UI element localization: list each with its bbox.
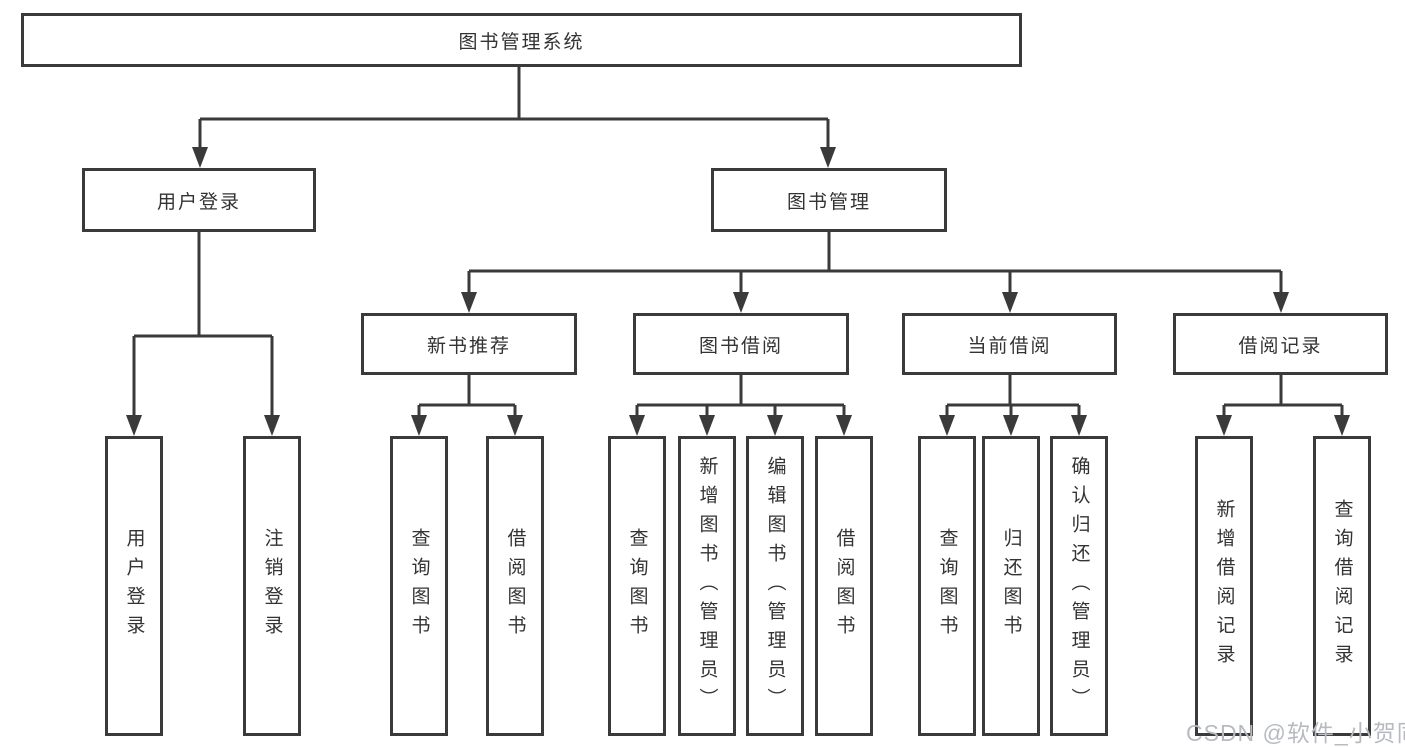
node-root-library-system: 图书管理系统: [21, 13, 1022, 67]
leaf-borrow-books: 借阅图书: [815, 436, 873, 736]
leaf-user-login: 用户登录: [105, 436, 163, 736]
arrowheads: [126, 147, 1350, 436]
leaf-query-books-recommend: 查询图书: [390, 436, 448, 736]
node-user-login: 用户登录: [82, 168, 316, 232]
leaf-logout-login: 注销登录: [243, 436, 301, 736]
leaf-edit-book-admin: 编辑图书（管理员）: [746, 436, 804, 736]
node-book-borrow: 图书借阅: [633, 313, 849, 375]
leaf-add-borrow-record: 新增借阅记录: [1195, 436, 1253, 736]
node-book-management: 图书管理: [711, 168, 947, 232]
leaf-query-books-current: 查询图书: [918, 436, 976, 736]
leaf-return-books: 归还图书: [982, 436, 1040, 736]
node-borrow-records: 借阅记录: [1173, 313, 1388, 375]
leaf-confirm-return-admin: 确认归还（管理员）: [1050, 436, 1108, 736]
leaf-add-book-admin: 新增图书（管理员）: [678, 436, 736, 736]
csdn-watermark: CSDN @软件_小贺同学: [1186, 720, 1405, 746]
leaf-query-books-borrow: 查询图书: [608, 436, 666, 736]
leaf-borrow-books-recommend: 借阅图书: [486, 436, 544, 736]
leaf-query-borrow-record: 查询借阅记录: [1313, 436, 1371, 736]
node-current-borrow: 当前借阅: [902, 313, 1117, 375]
node-new-book-recommend: 新书推荐: [361, 313, 577, 375]
